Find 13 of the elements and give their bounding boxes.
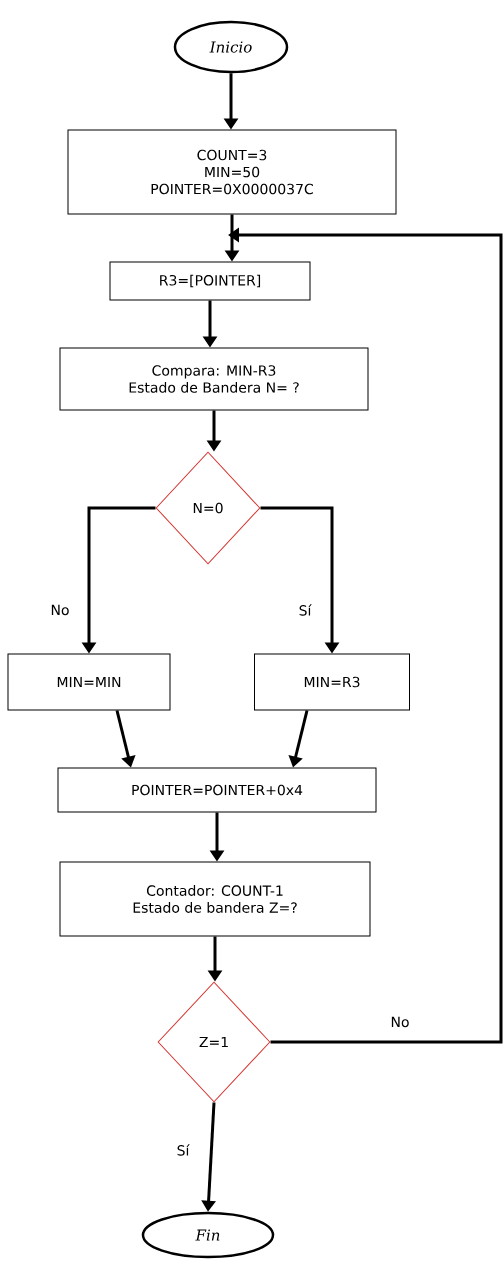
process-box: MIN=MIN [7,653,171,711]
edge-label: Sí [175,1143,191,1157]
edge-label: No [389,1015,411,1029]
process-box: R3=[POINTER] [109,261,311,301]
edge-label: Sí [297,603,313,617]
process-box: MIN=R3 [254,653,410,711]
terminal-oval: Inicio [173,20,289,74]
process-box: Contador: COUNT-1 Estado de bandera Z=? [59,861,371,937]
terminal-oval: Fin [141,1211,275,1259]
process-box: COUNT=3 MIN=50 POINTER=0X0000037C [67,129,397,215]
edge-label: No [49,603,71,617]
process-box: Compara: MIN-R3 Estado de Bandera N= ? [59,347,369,411]
process-box: POINTER=POINTER+0x4 [57,767,377,813]
